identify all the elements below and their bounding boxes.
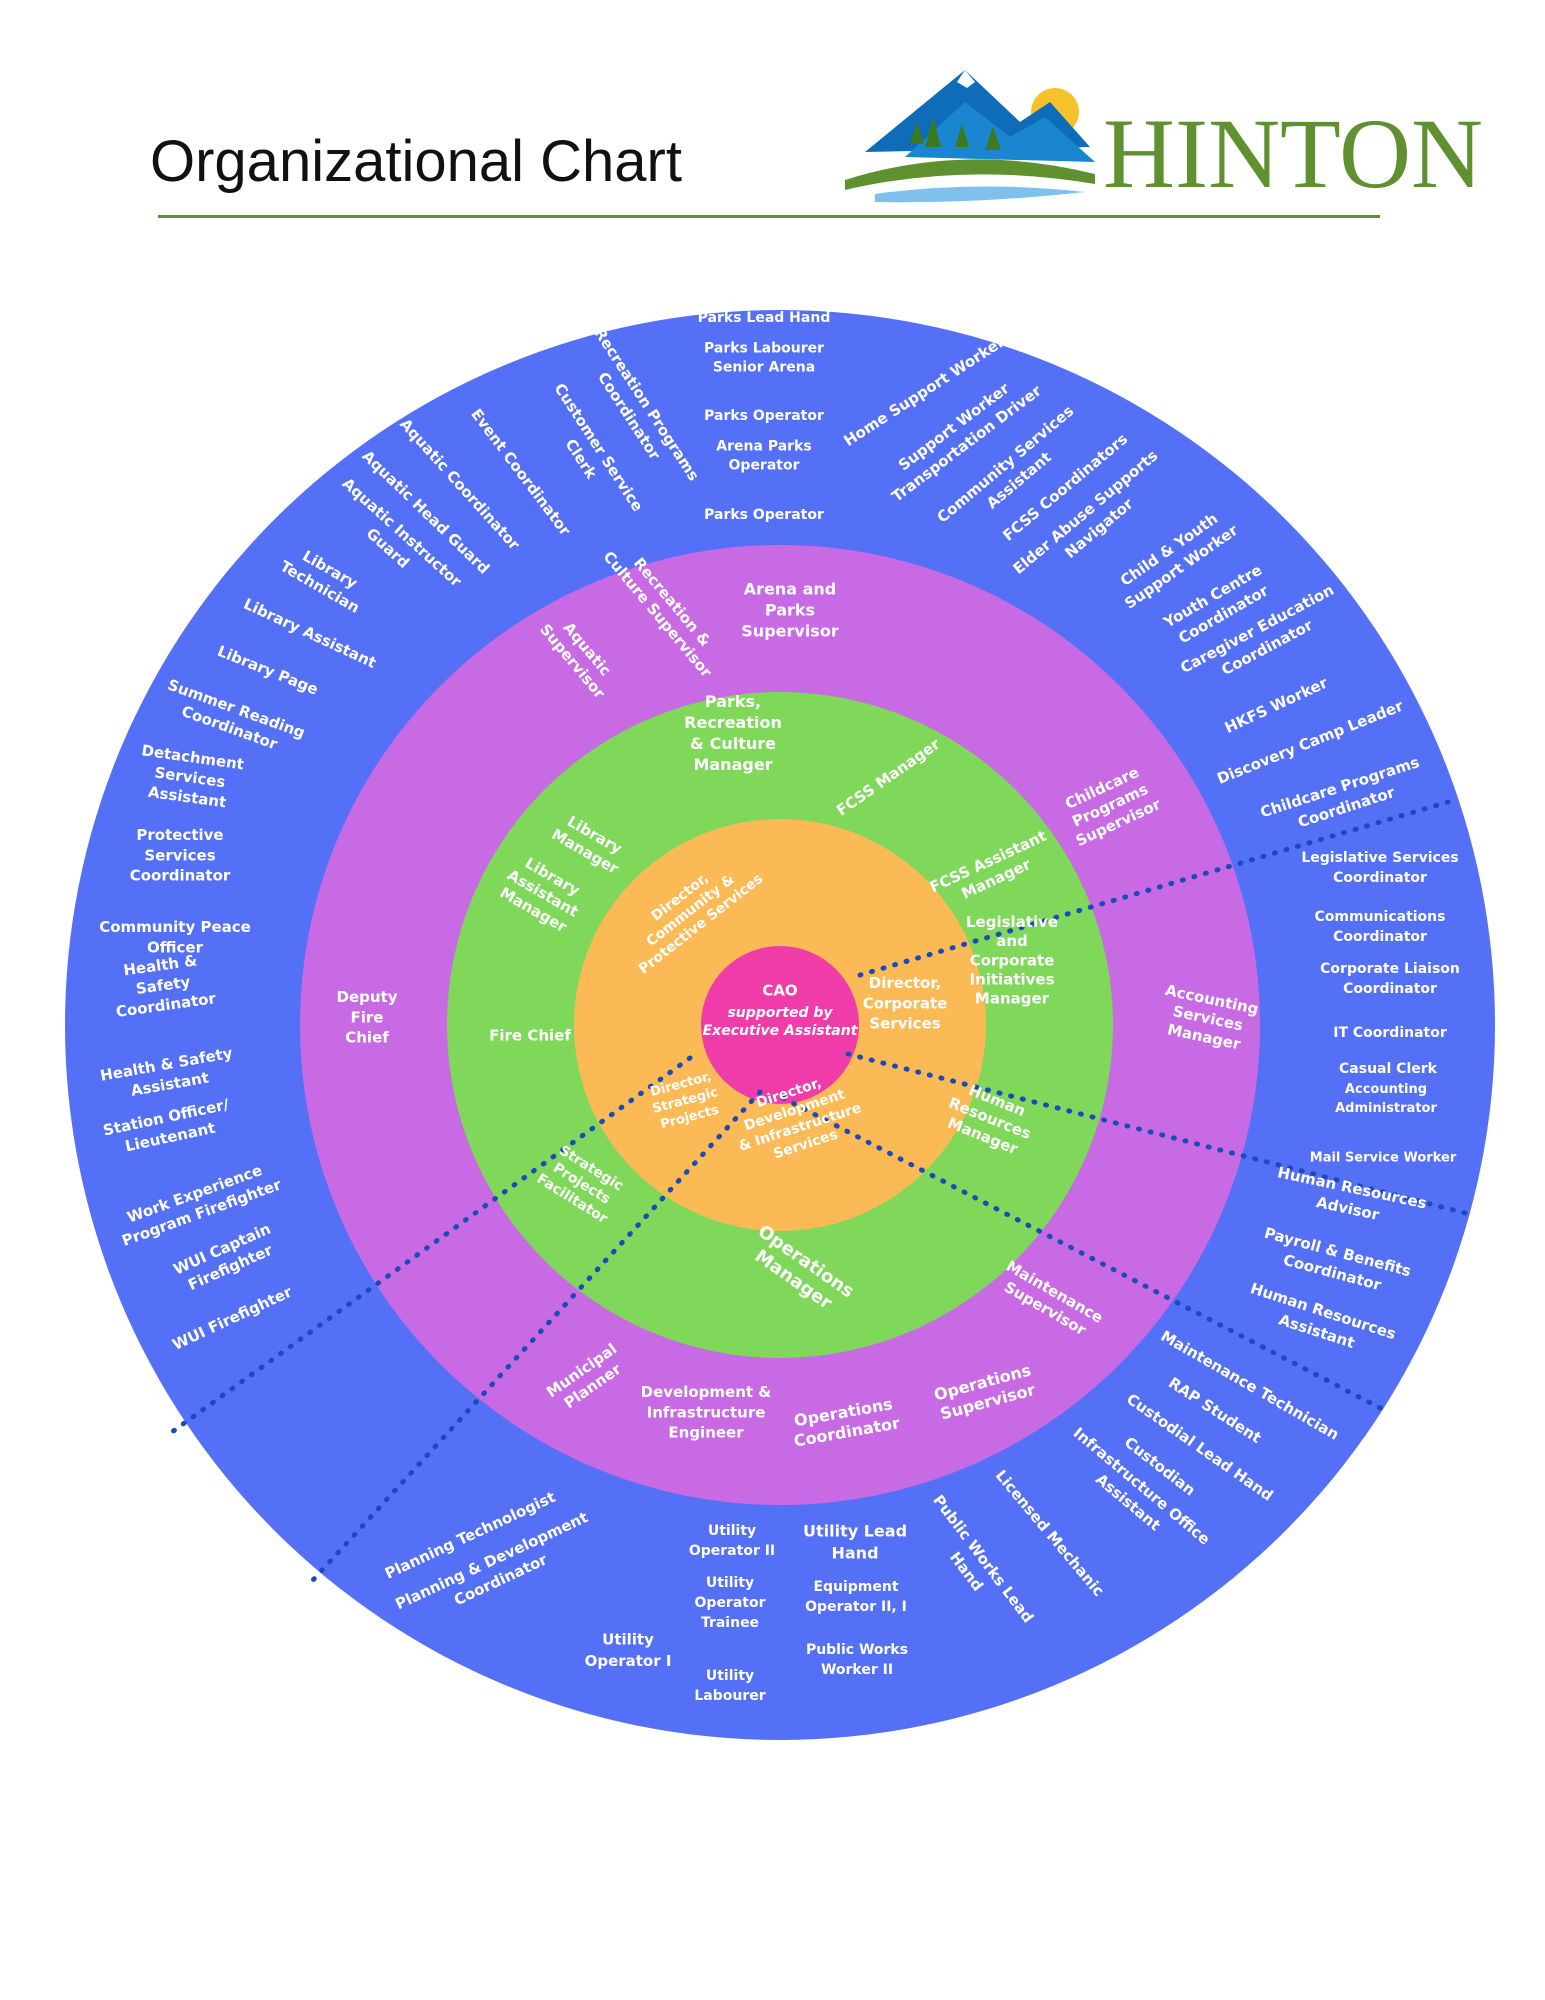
staff-parks-lead-hand: Parks Lead Hand [698, 310, 831, 326]
cao-subtitle: supported by [727, 1005, 833, 1021]
hinton-logo: HINTON [845, 70, 1483, 209]
staff-casual-clerk: Casual Clerk [1339, 1061, 1438, 1077]
staff-parks-operator: Parks Operator [704, 507, 824, 523]
staff-it-coordinator: IT Coordinator [1333, 1025, 1447, 1041]
tree-icon [910, 122, 924, 144]
water-icon [875, 186, 1085, 203]
manager-hr: HumanResourcesManager [939, 1076, 1041, 1161]
staff-parks-operator: Parks Operator [704, 408, 824, 424]
title-divider [158, 215, 1380, 218]
logo-wordmark: HINTON [1103, 98, 1483, 209]
tree-icon [925, 117, 941, 147]
divider-strategic [169, 1055, 693, 1435]
center-circle [701, 946, 859, 1104]
divider-development [310, 1089, 763, 1583]
cao-title: CAO [762, 981, 797, 999]
divider-corporate-bottom [845, 1051, 1468, 1216]
cao-subtitle: Executive Assistant [703, 1023, 859, 1039]
staff-mail-service: Mail Service Worker [1310, 1151, 1457, 1166]
tree-icon [985, 126, 1001, 150]
section-dividers [169, 797, 1468, 1583]
snowcap-icon [957, 70, 975, 88]
tree-icon [955, 124, 969, 147]
manager-fire-chief: Fire Chief [489, 1026, 571, 1044]
mountain-front-icon [905, 102, 1095, 162]
director-development: Director,Development& InfrastructureServ… [726, 1066, 869, 1172]
divider-corporate-top [857, 797, 1458, 978]
hill-icon [845, 159, 1095, 190]
page-title: Organizational Chart [150, 129, 682, 194]
